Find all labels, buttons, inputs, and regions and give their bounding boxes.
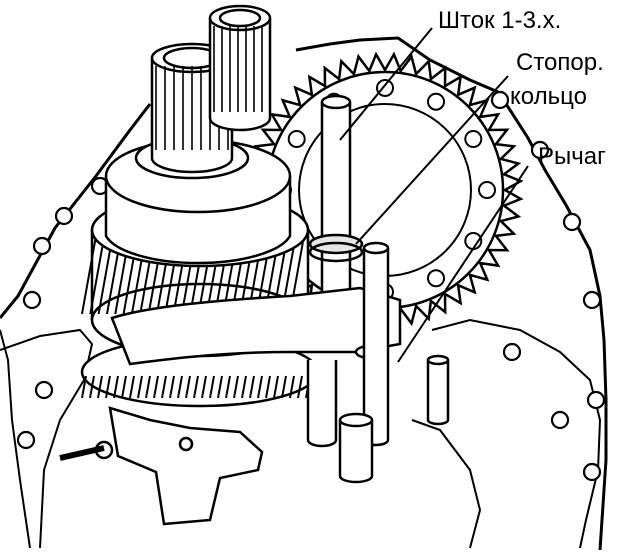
label-retaining-ring-line1: Стопор. [516,49,604,76]
leader-lever [397,165,529,363]
leader-retaining-ring [355,75,509,245]
label-shift-rod: Шток 1-3.х. [438,7,561,34]
callout-labels: Шток 1-3.х. Стопор. кольцо Рычаг [438,7,606,170]
transmission-case [0,36,608,551]
selector-rods [306,241,450,484]
mounting-bracket [59,406,264,526]
label-retaining-ring-line2: кольцо [510,83,587,110]
label-lever: Рычаг [538,143,606,170]
case-bolt-holes [16,90,606,482]
leader-shift-rod [339,27,433,141]
leader-lines [339,27,529,363]
